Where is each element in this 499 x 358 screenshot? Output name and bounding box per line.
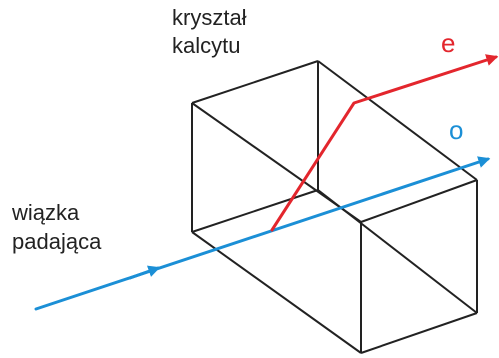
crystal-label-line1: kryształ (172, 5, 247, 30)
box-edge (360, 179, 478, 223)
crystal-label-line2: kalcytu (172, 33, 241, 58)
box-edge (317, 60, 478, 181)
box-edge (360, 312, 478, 354)
box-edge-hidden (191, 189, 319, 233)
calcite-crystal-box (191, 60, 478, 354)
box-edge-hidden (317, 189, 478, 314)
extraordinary-ray (270, 54, 499, 232)
ordinary-ray (34, 156, 491, 311)
ordinary-ray-label: o (449, 115, 464, 145)
incident-arrow (128, 265, 161, 280)
box-edge (191, 231, 362, 354)
crystal-label: kryształ kalcytu (172, 4, 247, 60)
extraordinary-ray-line (270, 54, 499, 232)
incident-beam-label: wiązka padająca (12, 198, 101, 256)
extraordinary-ray-label: e (441, 28, 456, 58)
box-edge (191, 60, 319, 104)
ordinary-ray-line (34, 156, 491, 311)
incident-label-line1: wiązka (12, 200, 80, 225)
incident-label-line2: padająca (12, 229, 102, 254)
